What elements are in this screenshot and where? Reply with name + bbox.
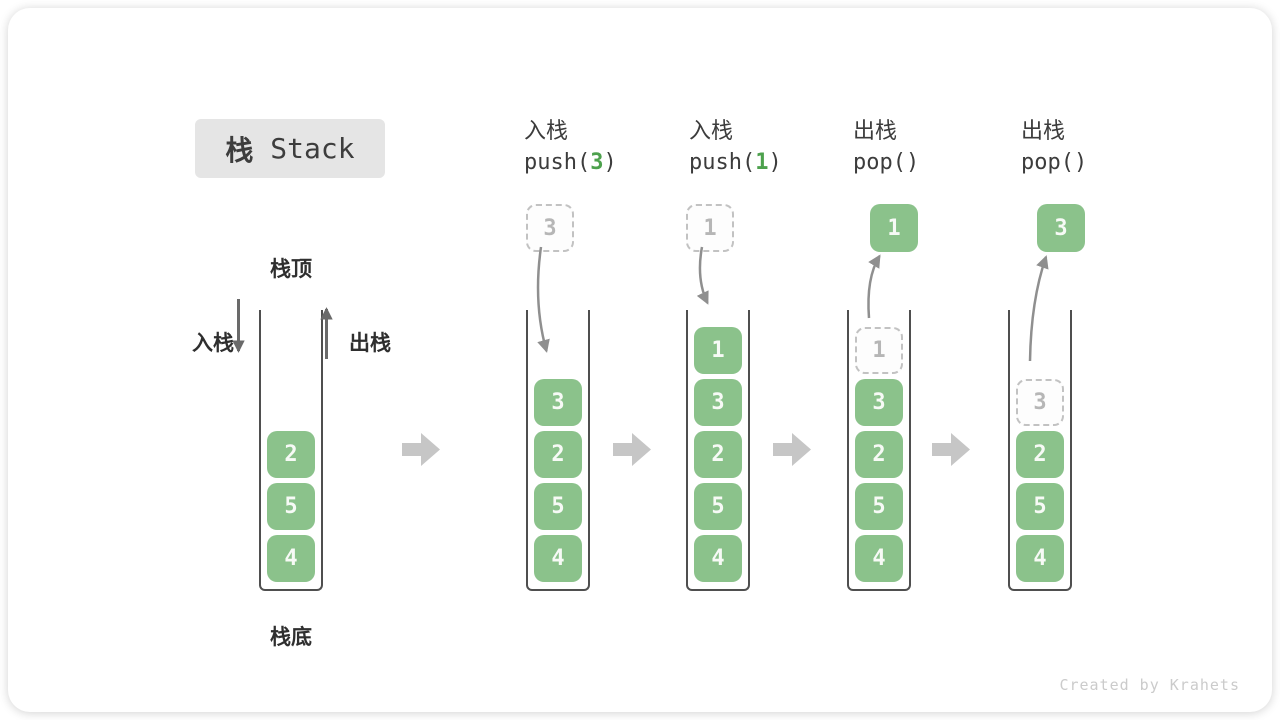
label-stack-bottom: 栈底	[270, 626, 312, 649]
label-stack-top: 栈顶	[270, 258, 312, 281]
floating-box-pop-3-3: 3	[1037, 204, 1085, 252]
op-code: push(3)	[524, 150, 617, 175]
stack-cell-push-1-4: 4	[694, 535, 742, 582]
op-label-push3: 入栈 push(3)	[524, 113, 617, 175]
stack-cell-pop-1-4: 4	[855, 535, 903, 582]
stack-cell-initial-2: 2	[267, 431, 315, 478]
code-post: )	[1073, 150, 1088, 175]
title-badge: 栈 Stack	[195, 119, 385, 178]
stack-cell-push-1-3: 3	[694, 379, 742, 426]
pop1-arrow	[867, 254, 881, 319]
stack-cell-pop-1-2: 2	[855, 431, 903, 478]
title-zh: 栈	[225, 134, 254, 166]
push1-arrow	[696, 246, 709, 305]
floating-box-push-3-3: 3	[526, 204, 574, 252]
code-post: )	[603, 150, 617, 175]
stack-cell-pop-1-3: 3	[855, 379, 903, 426]
code-post: )	[768, 150, 782, 175]
stack-cell-push-3-2: 2	[534, 431, 582, 478]
stack-container-pop-1	[847, 310, 911, 591]
credit-text: Created by Krahets	[1059, 676, 1240, 694]
stack-container-pop-3	[1008, 310, 1072, 591]
block-arrow-3	[773, 433, 811, 466]
op-label-pop-first: 出栈 pop()	[853, 113, 919, 175]
stack-cell-initial-4: 4	[267, 535, 315, 582]
stack-cell-removed-pop-3-3: 3	[1016, 379, 1064, 426]
stack-cell-push-3-5: 5	[534, 483, 582, 530]
stack-container-initial	[259, 310, 323, 591]
title-en: Stack	[253, 132, 355, 165]
op-code: pop()	[853, 150, 919, 175]
stack-cell-push-1-1: 1	[694, 327, 742, 374]
op-label-push1: 入栈 push(1)	[689, 113, 782, 175]
code-arg: 3	[590, 150, 604, 175]
stack-container-push-1	[686, 310, 750, 591]
op-zh: 出栈	[853, 118, 898, 143]
diagram-canvas: 栈 Stack 栈顶 栈底 入栈 出栈 入栈 push(3) 入栈 push(1…	[8, 8, 1272, 712]
stack-cell-push-3-4: 4	[534, 535, 582, 582]
op-zh: 出栈	[1021, 118, 1066, 143]
stack-cell-push-3-3: 3	[534, 379, 582, 426]
code-arg: 1	[755, 150, 769, 175]
stack-cell-push-1-5: 5	[694, 483, 742, 530]
stack-cell-pop-3-5: 5	[1016, 483, 1064, 530]
stack-cell-removed-pop-1-1: 1	[855, 327, 903, 374]
label-push-side: 入栈	[192, 332, 234, 355]
op-code: pop()	[1021, 150, 1087, 175]
block-arrow-4	[932, 433, 970, 466]
op-zh: 入栈	[689, 118, 734, 143]
stack-cell-initial-5: 5	[267, 483, 315, 530]
label-pop-side: 出栈	[349, 332, 391, 355]
floating-box-pop-1-1: 1	[870, 204, 918, 252]
op-code: push(1)	[689, 150, 782, 175]
code-pre: push(	[689, 150, 756, 175]
code-pre: pop(	[853, 150, 906, 175]
block-arrow-2	[613, 433, 651, 466]
floating-box-push-1-1: 1	[686, 204, 734, 252]
code-pre: pop(	[1021, 150, 1074, 175]
stack-container-push-3	[526, 310, 590, 591]
code-post: )	[905, 150, 920, 175]
stack-cell-pop-3-4: 4	[1016, 535, 1064, 582]
block-arrow-1	[402, 433, 440, 466]
code-pre: push(	[524, 150, 591, 175]
stack-cell-pop-3-2: 2	[1016, 431, 1064, 478]
op-zh: 入栈	[524, 118, 569, 143]
stack-cell-push-1-2: 2	[694, 431, 742, 478]
stack-cell-pop-1-5: 5	[855, 483, 903, 530]
op-label-pop-second: 出栈 pop()	[1021, 113, 1087, 175]
